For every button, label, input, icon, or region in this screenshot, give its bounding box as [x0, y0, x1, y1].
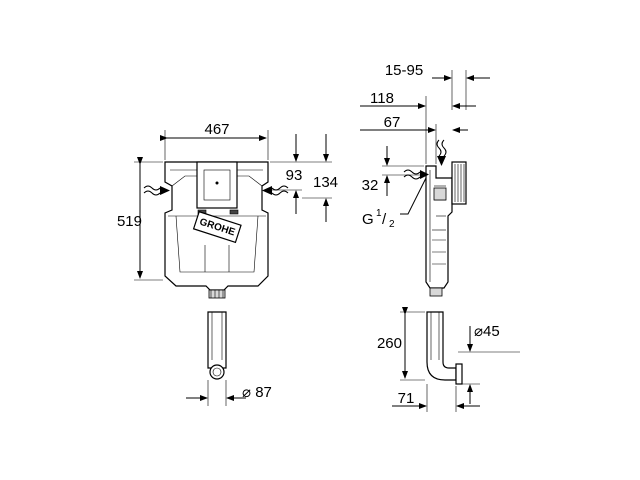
- dim-32: 32: [362, 177, 379, 194]
- actuator-window: [196, 161, 238, 209]
- flush-pipe-side: [426, 311, 457, 381]
- thread-denominator: 2: [389, 219, 395, 230]
- inlet-arrow-right: [262, 185, 289, 196]
- valve-block: [433, 187, 447, 201]
- thread-numerator: 1: [376, 208, 382, 219]
- dim-134: 134: [313, 174, 338, 191]
- center-mark: [215, 181, 219, 185]
- pipe-outlet-circle: [209, 364, 225, 380]
- thread-g: G: [362, 211, 374, 228]
- inlet-arrow-top: [436, 139, 447, 166]
- dim-118: 118: [370, 90, 394, 107]
- logo-plate: GROHE: [192, 210, 242, 244]
- dim-height-519: 519: [117, 213, 142, 230]
- dim-71: 71: [398, 390, 415, 407]
- inlet-arrow-left: [143, 185, 170, 196]
- dim-93: 93: [286, 167, 303, 184]
- dim-67: 67: [384, 114, 401, 131]
- outlet-spigot: [208, 289, 226, 299]
- thread-slash: /: [382, 211, 387, 228]
- front-view: GROHE 467 519: [117, 121, 338, 406]
- side-outlet-spigot: [429, 287, 443, 297]
- actuator-housing: [451, 161, 467, 205]
- dim-width-467: 467: [204, 121, 229, 138]
- thread-label: G 1 / 2: [362, 177, 427, 230]
- flush-pipe-front: [207, 311, 227, 369]
- dim-diameter-45: ⌀45: [474, 323, 500, 340]
- dim-diameter-87: ⌀ 87: [242, 384, 272, 401]
- inlet-arrow-side: [403, 169, 429, 180]
- dim-260: 260: [377, 335, 402, 352]
- fixing-slot-right: [229, 209, 239, 215]
- pipe-end-cap: [455, 363, 463, 385]
- dim-15-95: 15-95: [385, 62, 423, 79]
- side-view: 15-95 118 67 32 G 1 / 2 260: [360, 62, 520, 412]
